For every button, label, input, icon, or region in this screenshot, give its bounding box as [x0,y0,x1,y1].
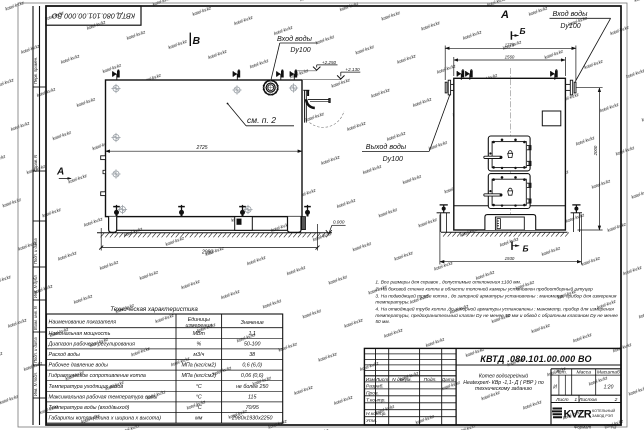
svg-text:ЗАВОД РЭП: ЗАВОД РЭП [592,414,613,418]
svg-text:2: 2 [614,397,618,403]
svg-text:Вход воды: Вход воды [553,9,589,18]
svg-text:Значение: Значение [241,320,264,326]
svg-text:Б: Б [520,26,526,36]
svg-text:Подп. и дата: Подп. и дата [33,337,38,363]
svg-text:Справ. N: Справ. N [33,155,38,172]
svg-text:КВТД.080.101.00.000 ВО: КВТД.080.101.00.000 ВО [52,12,136,21]
svg-text:1560: 1560 [505,54,515,59]
svg-text:KVZR: KVZR [564,409,592,421]
svg-text:2980х1930х2250: 2980х1930х2250 [231,416,273,422]
svg-text:Температура уходящих газов: Температура уходящих газов [49,384,124,390]
svg-text:N докум.: N докум. [392,377,412,383]
svg-text:Листов: Листов [578,397,597,403]
svg-text:И: И [553,384,557,390]
svg-text:Подп. и дата: Подп. и дата [33,238,38,264]
svg-text:Котел водогрейный: Котел водогрейный [479,372,528,379]
svg-text:В: В [193,35,201,47]
svg-text:Формат: Формат [574,425,591,430]
svg-text:техническому заданию: техническому заданию [475,386,532,392]
svg-text:Дата: Дата [441,377,455,383]
svg-text:+2.250: +2.250 [322,60,337,65]
svg-text:2725: 2725 [195,145,207,151]
svg-text:Dy100: Dy100 [383,156,403,163]
svg-text:°С: °С [196,405,202,411]
svg-text:1: 1 [574,397,577,403]
svg-text:Максимальная рабочая температу: Максимальная рабочая температура воды [49,394,158,400]
svg-text:измерения: измерения [186,323,213,329]
svg-text:0,6 (6,0): 0,6 (6,0) [242,363,262,369]
svg-text:+2.130: +2.130 [345,67,360,72]
svg-text:температуры.: температуры. [375,301,409,306]
svg-text:Масштаб: Масштаб [597,370,620,376]
svg-text:115: 115 [248,394,256,400]
svg-text:Н.контр.: Н.контр. [366,411,387,417]
svg-text:Dy100: Dy100 [560,23,580,30]
svg-text:Наименование показателя: Наименование показателя [49,319,117,325]
svg-text:1:20: 1:20 [604,384,614,390]
svg-text:1770: 1770 [505,43,515,48]
svg-text:Инв. N подл.: Инв. N подл. [33,372,38,396]
svg-text:Изм: Изм [366,377,376,383]
svg-text:2. На боковой стенке котла в: 2. На боковой стенке котла в области топ… [374,285,593,292]
svg-text:Диапазон рабочего регулировани: Диапазон рабочего регулирования [48,341,136,347]
svg-text:Вход воды: Вход воды [277,34,313,43]
svg-text:2000: 2000 [593,145,598,156]
svg-text:Heatexpert- КВр -1,1- Д ( РВР: Heatexpert- КВр -1,1- Д ( РВР ) по [463,380,544,386]
svg-text:Лит.: Лит. [555,370,567,376]
svg-text:1,1: 1,1 [249,331,256,337]
svg-text:°С: °С [196,384,202,390]
svg-text:Рабочее давление воды: Рабочее давление воды [49,363,108,369]
svg-text:не более 250: не более 250 [236,384,268,390]
svg-text:Температура воды (вход/выход): Температура воды (вход/выход) [49,405,130,411]
svg-text:Перв. примен.: Перв. примен. [33,57,38,84]
svg-text:3. На подводящей трубе котла: 3. На подводящей трубе котла , до запорн… [375,292,616,299]
svg-text:%: % [196,341,201,347]
svg-text:Лист: Лист [555,397,569,403]
svg-text:Габариты котла (длина х ширина: Габариты котла (длина х ширина х высота) [49,416,162,422]
svg-text:70/95: 70/95 [246,405,259,411]
svg-text:КВТД .080.101.00.000 ВО: КВТД .080.101.00.000 ВО [480,354,591,364]
svg-text:Т.контр.: Т.контр. [366,397,386,403]
svg-text:МПа (кгс/см2): МПа (кгс/см2) [181,363,216,369]
svg-text:°С: °С [196,394,202,400]
svg-text:4. На отводящей трубе котла ,: 4. На отводящей трубе котла ,до запорной… [375,306,614,313]
svg-text:Утв.: Утв. [366,418,377,424]
svg-text:50-100: 50-100 [244,341,261,347]
svg-text:Подп.: Подп. [424,377,437,383]
svg-text:Масса: Масса [576,370,591,376]
svg-text:Единицы: Единицы [188,317,210,323]
svg-text:1. Все размеры для справок ,: 1. Все размеры для справок , допустимые … [375,279,521,285]
svg-text:А: А [500,9,509,21]
svg-text:Номинальная мощность: Номинальная мощность [49,331,111,337]
svg-text:Пров.: Пров. [366,390,379,396]
svg-text:38: 38 [249,352,255,358]
svg-text:температуры, предохранительный: температуры, предохранительный клапан Dу… [375,312,618,319]
svg-text:Dy100: Dy100 [290,47,310,54]
svg-text:Гидравлическое сопротивление к: Гидравлическое сопротивление котла [49,373,146,379]
svg-text:1930: 1930 [505,256,515,261]
svg-text:50 мм.: 50 мм. [375,319,390,325]
svg-text:Техническая характеристика: Техническая характеристика [110,306,198,313]
svg-text:Расход воды: Расход воды [49,352,80,358]
svg-text:см. п. 2: см. п. 2 [247,115,276,125]
svg-text:Разраб.: Разраб. [366,383,384,389]
svg-text:А: А [56,167,64,178]
svg-text:МВт: МВт [193,331,206,337]
svg-text:0,06 (0,6): 0,06 (0,6) [241,373,264,379]
svg-text:м3/ч: м3/ч [193,352,204,358]
svg-text:МПа (кгс/см2): МПа (кгс/см2) [181,373,216,379]
svg-text:Б: Б [523,244,529,254]
svg-text:Взам. инв. N: Взам. инв. N [33,306,38,330]
svg-text:0.000: 0.000 [333,220,345,225]
svg-text:мм: мм [195,416,203,422]
svg-text:2980: 2980 [201,249,213,255]
svg-text:КОТЕЛЬНЫЙ: КОТЕЛЬНЫЙ [592,409,615,413]
svg-text:А3: А3 [610,425,617,430]
svg-text:Инв. N дубл.: Инв. N дубл. [33,274,38,298]
svg-text:Выход воды: Выход воды [366,142,407,151]
svg-text:Лист: Лист [375,377,389,383]
